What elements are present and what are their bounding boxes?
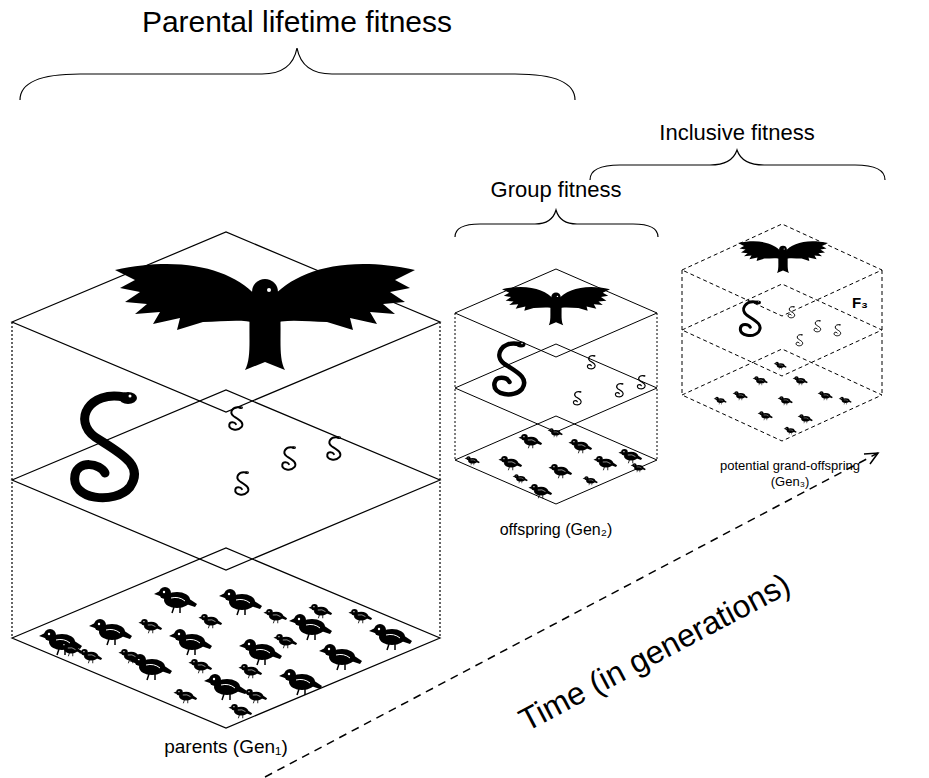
stack-edge bbox=[682, 270, 882, 395]
eagle-figure bbox=[115, 264, 415, 370]
bird-figure bbox=[154, 587, 197, 613]
potential-plane bbox=[682, 224, 882, 316]
snake-figure bbox=[75, 392, 137, 498]
bird-figure bbox=[169, 629, 212, 655]
bird-figure bbox=[548, 428, 563, 437]
bird-figure bbox=[263, 609, 287, 623]
bird-figure bbox=[774, 362, 787, 370]
snake-figure bbox=[282, 446, 296, 469]
snake-figure bbox=[740, 301, 761, 336]
bird-figure bbox=[548, 464, 572, 478]
snake-figure bbox=[834, 324, 841, 336]
bird-figure bbox=[173, 689, 197, 703]
potential-plane bbox=[682, 349, 882, 441]
bird-figure bbox=[348, 609, 372, 623]
bird-figure bbox=[219, 589, 262, 615]
bird-figure bbox=[239, 639, 282, 665]
bird-figure bbox=[513, 474, 528, 483]
bird-figure bbox=[465, 456, 480, 465]
bird-figure bbox=[568, 439, 592, 453]
bird-figure bbox=[818, 391, 833, 400]
snake-figure bbox=[229, 406, 243, 429]
bird-figure bbox=[778, 396, 793, 405]
generation-label: potential grand-offspring (Gen₃) bbox=[705, 458, 875, 489]
axis-label: Time (in generations) bbox=[513, 565, 797, 740]
bird-figure bbox=[238, 664, 262, 678]
bird-figure bbox=[784, 427, 797, 435]
trophic-plane bbox=[12, 232, 440, 412]
bird-figure bbox=[58, 642, 82, 656]
bird-figure bbox=[273, 634, 297, 648]
bird-figure bbox=[369, 624, 412, 650]
brace bbox=[590, 150, 885, 180]
snake-figure bbox=[235, 471, 249, 494]
trophic-plane bbox=[12, 548, 440, 728]
potential-plane bbox=[682, 284, 882, 376]
trophic-plane bbox=[12, 390, 440, 570]
bird-figure bbox=[793, 376, 808, 385]
snake-figure bbox=[573, 391, 581, 405]
bird-figure bbox=[498, 456, 522, 470]
snake-figure bbox=[788, 306, 795, 318]
stack-edge bbox=[12, 322, 440, 638]
bird-figure bbox=[308, 604, 332, 618]
bird-figure bbox=[631, 463, 646, 472]
generation-label: offspring (Gen₂) bbox=[500, 520, 613, 539]
bracket-label: Inclusive fitness bbox=[659, 120, 814, 146]
bird-figure bbox=[118, 649, 142, 663]
bird-figure bbox=[714, 397, 727, 405]
bird-figure bbox=[839, 397, 852, 405]
snake-figure bbox=[814, 320, 821, 332]
eagle-figure bbox=[738, 241, 828, 273]
trophic-plane bbox=[455, 269, 657, 357]
arrow-head bbox=[864, 453, 878, 464]
bird-figure bbox=[618, 449, 642, 463]
brace bbox=[20, 48, 575, 100]
bird-figure bbox=[289, 614, 332, 640]
bird-figure bbox=[319, 644, 362, 670]
bird-figure bbox=[528, 484, 552, 498]
bird-figure bbox=[753, 376, 768, 385]
snake-figure bbox=[327, 436, 341, 459]
trophic-plane bbox=[455, 416, 657, 504]
bracket-label: Group fitness bbox=[491, 177, 622, 203]
bird-figure bbox=[279, 669, 322, 695]
fitness-symbol: F₃ bbox=[852, 294, 868, 312]
bird-figure bbox=[243, 689, 267, 703]
bird-figure bbox=[733, 391, 748, 400]
bird-figure bbox=[198, 614, 222, 628]
snake-figure bbox=[615, 383, 623, 397]
brace bbox=[455, 210, 658, 237]
time-arrow bbox=[265, 453, 878, 777]
bird-figure bbox=[89, 619, 132, 645]
bird-figure bbox=[583, 476, 598, 485]
bird-figure bbox=[798, 414, 813, 423]
bird-figure bbox=[593, 456, 617, 470]
bird-figure bbox=[188, 659, 212, 673]
generation-label: parents (Gen₁) bbox=[164, 736, 288, 759]
snake-figure bbox=[494, 342, 525, 395]
snake-figure bbox=[637, 375, 645, 389]
bracket-label: Parental lifetime fitness bbox=[142, 4, 452, 40]
bird-figure bbox=[228, 704, 252, 718]
eagle-figure bbox=[502, 287, 610, 325]
bird-figure bbox=[78, 649, 102, 663]
stack-edge bbox=[455, 313, 657, 460]
bird-figure bbox=[518, 434, 542, 448]
bird-figure bbox=[138, 619, 162, 633]
snake-figure bbox=[587, 355, 595, 369]
snake-figure bbox=[796, 334, 803, 346]
bird-figure bbox=[758, 411, 773, 420]
bird-figure bbox=[204, 674, 247, 700]
